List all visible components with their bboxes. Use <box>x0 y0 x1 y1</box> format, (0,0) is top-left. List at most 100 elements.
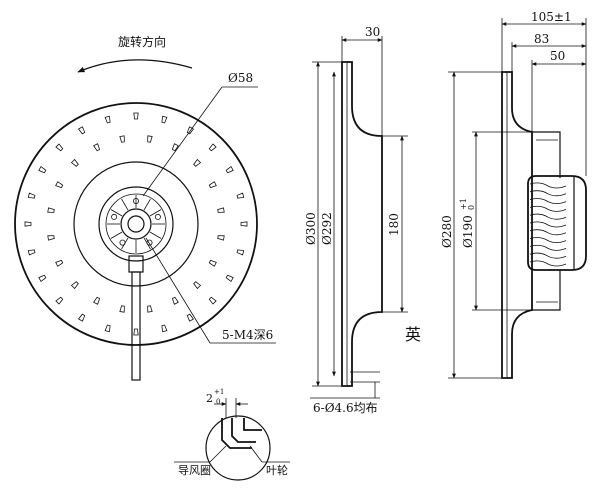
inlet-ring-circle <box>73 161 199 287</box>
hub-spoke <box>121 198 129 211</box>
blade-slot <box>38 274 47 283</box>
motor-fins <box>529 182 567 267</box>
thread-leader <box>145 237 211 344</box>
side-view: 30 Ø300 Ø292 180 6-Ø4.6均布 英 <box>304 25 421 415</box>
blade-slots <box>24 112 248 336</box>
dim-outer-diameter: Ø300 <box>304 212 318 245</box>
gap-value: 2 <box>206 392 213 405</box>
motor-body <box>527 175 587 271</box>
detail-circle <box>205 415 271 481</box>
hub-spoke <box>149 209 162 217</box>
hub-diameter-leader <box>142 86 223 197</box>
blade-slot <box>27 249 36 256</box>
blade-slot <box>119 135 125 143</box>
blade-slot <box>171 296 179 305</box>
dim-length-50: 50 <box>550 49 565 63</box>
motor-fin <box>529 205 567 212</box>
dim-motor-diameter: Ø190 <box>461 215 475 248</box>
front-view: 旋转方向 Ø58 5-M4深6 <box>14 34 276 381</box>
impeller-outer-disc <box>14 102 258 346</box>
blade-slot <box>27 192 36 199</box>
gap-tol-upper: +1 <box>214 388 224 396</box>
rotation-arrow <box>77 59 193 73</box>
motor-fin <box>529 221 567 228</box>
hub-spoke <box>121 237 129 250</box>
motor-fin <box>529 244 567 251</box>
blade-slot <box>47 235 55 241</box>
impeller-leader <box>249 445 263 463</box>
blade-slot <box>104 324 111 333</box>
blade-slot <box>171 143 179 152</box>
blade-slot <box>208 296 217 305</box>
hub-spoke <box>110 209 123 217</box>
blade-slot <box>24 221 32 227</box>
blade-band <box>532 131 561 311</box>
hub-screw-hole <box>154 213 161 220</box>
blade-slot <box>55 296 64 305</box>
blade-slot <box>225 274 234 283</box>
motor-view: Ø280 Ø190 +1 0 105±1 83 50 <box>440 10 587 379</box>
thread-label: 5-M4深6 <box>222 328 273 342</box>
blade-slot <box>47 207 55 213</box>
blade-slot <box>225 165 234 174</box>
blade-slot <box>217 235 225 241</box>
hub-ring-inner <box>105 193 167 255</box>
hub-spoke <box>143 237 151 250</box>
motor-fin <box>529 182 567 189</box>
blade-slot <box>133 328 139 336</box>
detail-impeller-profile <box>243 418 262 431</box>
blade-slot <box>161 115 168 124</box>
rotation-direction-label: 旋转方向 <box>118 34 166 49</box>
gap-tol-lower: 0 <box>216 398 220 406</box>
hub-spoke <box>143 198 151 211</box>
blade-slot <box>208 143 217 152</box>
blade-slot <box>77 313 86 322</box>
hub-spoke <box>149 231 162 239</box>
blade-slot <box>93 296 101 305</box>
blade-slot <box>161 324 168 333</box>
blade-slot <box>193 158 202 167</box>
motor-fin <box>529 260 567 267</box>
blade-slot <box>133 112 139 120</box>
motor-fin <box>529 198 567 204</box>
blade-slot <box>236 192 245 199</box>
motor-fin <box>529 229 567 236</box>
motor-fin <box>529 190 567 197</box>
hub-ring-outer <box>98 186 174 262</box>
blade-slot <box>38 165 47 174</box>
blade-slot <box>119 305 125 313</box>
blade-slot <box>70 158 79 167</box>
blade-slot <box>55 181 64 189</box>
detail-ring-profile <box>221 418 256 449</box>
blade-slot <box>208 181 217 189</box>
motor-fin <box>529 213 567 220</box>
dim-motor-tol-upper: +1 <box>459 198 468 210</box>
hub-diameter-label: Ø58 <box>228 71 253 85</box>
motor-fin <box>529 237 567 243</box>
dim-motor-tol-lower: 0 <box>467 205 476 210</box>
hub-spokes <box>107 195 165 253</box>
dim-width-30: 30 <box>365 25 380 39</box>
blade-slot <box>208 259 217 267</box>
dim-overall-length: 105±1 <box>531 10 572 24</box>
impeller-label: 叶轮 <box>266 463 288 477</box>
cable <box>131 271 141 381</box>
hub-spoke <box>110 231 123 239</box>
motor-fin <box>529 252 567 259</box>
blade-slot <box>217 207 225 213</box>
inlet-ring-profile <box>341 61 383 387</box>
dim-holes: 6-Ø4.6均布 <box>313 401 378 415</box>
shaft-center <box>127 215 145 233</box>
hub-screw-hole <box>111 213 118 220</box>
blade-slot <box>147 305 153 313</box>
blade-slot <box>236 249 245 256</box>
inlet-ring-leader <box>209 445 227 463</box>
blade-slot <box>55 259 64 267</box>
dim-inner-diameter: Ø292 <box>320 212 334 245</box>
blade-slot <box>104 115 111 124</box>
blade-slot <box>70 281 79 290</box>
inlet-ring-label: 导风圈 <box>178 464 211 477</box>
dim-length-83: 83 <box>534 32 549 46</box>
blade-slot <box>240 221 248 227</box>
